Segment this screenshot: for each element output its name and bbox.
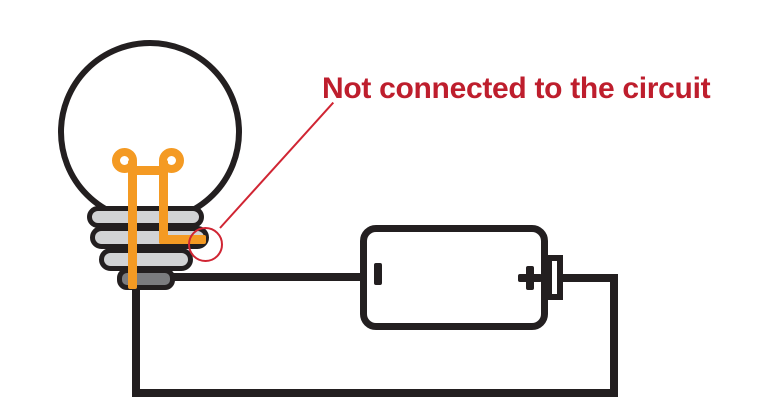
battery-negative-sign: -: [374, 263, 382, 285]
annotation-label: Not connected to the circuit: [322, 72, 711, 105]
battery-positive-sign-vertical: [526, 266, 534, 290]
filament-crossbar: [128, 166, 168, 175]
highlight-circle: [188, 227, 223, 262]
bulb-screw-thread-1: [87, 206, 204, 228]
wire-battery-right: [560, 274, 618, 282]
battery-negative-label: -: [374, 263, 375, 264]
bulb-globe: [58, 40, 242, 224]
wire-bottom: [132, 389, 618, 397]
filament-right-lead: [159, 160, 168, 244]
filament-disconnected-lead-tip: [159, 235, 206, 244]
filament-left-lead: [128, 160, 137, 289]
battery-body: [360, 225, 548, 330]
wire-left-vertical: [132, 287, 140, 397]
wire-right-vertical: [610, 274, 618, 397]
battery-positive-terminal-nub: [546, 255, 563, 300]
wire-bulb-to-battery: [170, 273, 362, 281]
battery-positive-label: +: [518, 274, 519, 275]
bulb-base-contact-cap: [117, 268, 175, 290]
